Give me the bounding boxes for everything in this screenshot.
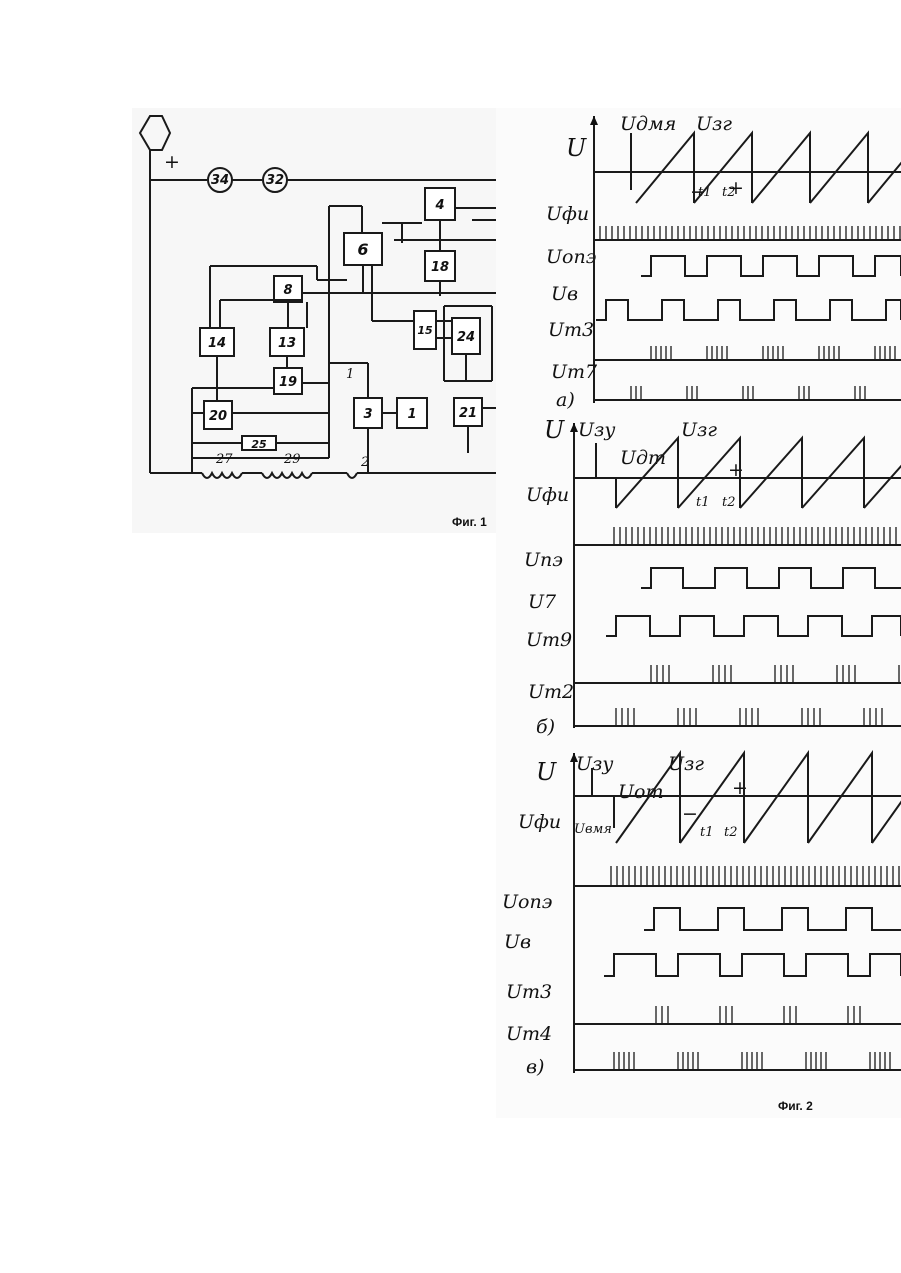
panel-b-ramp-label: Uзг [681, 419, 717, 441]
block-6-label: 6 [357, 240, 368, 259]
panel-a-signal-2: Uопэ [546, 246, 596, 268]
resistor-25-label: 25 [251, 438, 267, 451]
panel-b-signal-1: Uфи [526, 484, 569, 506]
panel-b-signal-3-wave [606, 616, 901, 636]
tick-label-1: 1 [346, 367, 354, 382]
figure-1-svg: + 34 32 4 6 18 8 [132, 108, 502, 533]
panel-b-letter: б) [536, 716, 555, 738]
panel-a-signal-4-bursts [651, 346, 895, 360]
panel-a-signal-3-wave [596, 300, 901, 320]
panel-c-signal-4: Uт3 [506, 981, 552, 1003]
panel-b-signal-2-wave [641, 568, 901, 588]
panel-b-signal-5: Uт2 [528, 681, 574, 703]
panel-b-signal-4: Uт9 [526, 629, 572, 651]
panel-c-signal-1-pulses [611, 866, 899, 886]
panel-a-axis-arrow [590, 116, 598, 125]
panel-a-signal-2-wave [641, 256, 901, 276]
block-15-label: 15 [417, 324, 433, 337]
supply-terminal-icon [140, 116, 170, 150]
panel-a-signal-1: Uфи [546, 203, 589, 225]
motor-32-label: 32 [266, 173, 284, 188]
panel-a-ramp-label: Uзг [696, 113, 732, 135]
panel-c-axis-label: U [536, 758, 557, 786]
panel-c-signal-1: Uфи [518, 811, 561, 833]
winding-27 [202, 473, 242, 478]
block-21-label: 21 [459, 406, 477, 421]
block-24-label: 24 [457, 330, 475, 345]
panel-a-letter: a) [556, 389, 575, 411]
panel-c-signal-2: Uопэ [502, 891, 552, 913]
panel-c-signal-2-wave [644, 908, 901, 930]
panel-a-t1: t1 [698, 185, 712, 200]
panel-b-axis-arrow [570, 423, 578, 432]
panel-a-signal-5: Uт7 [551, 361, 598, 383]
panel-a-signal-3: Uв [551, 283, 578, 305]
motor-34-label: 34 [211, 173, 229, 188]
winding-27-label: 27 [215, 452, 233, 467]
panel-b-ref-label: Uзу [578, 419, 615, 441]
block-3-label: 3 [363, 407, 372, 422]
panel-b: U Uзу Uдт Uзг + t1 t2 Uфи Uпэ U7 Uт9 Uт2… [524, 416, 744, 738]
panel-c-ramp-label: Uзг [668, 753, 704, 775]
panel-b-t1: t1 [696, 495, 710, 510]
panel-a-t2: t2 [722, 185, 736, 200]
block-8-label: 8 [283, 283, 292, 298]
panel-a: U Uдмя Uзг − + t1 t2 Uфи Uопэ Uв Uт3 Uт7… [546, 113, 744, 411]
panel-c-signal-5: Uт4 [506, 1023, 552, 1045]
panel-a-signal-1-pulses [600, 226, 900, 240]
winding-29 [262, 473, 312, 478]
panel-a-ref-label: Uдмя [620, 113, 676, 135]
figure-1-block-diagram: + 34 32 4 6 18 8 [132, 108, 502, 533]
block-14-label: 14 [208, 336, 226, 351]
panel-a-axis-label: U [566, 134, 587, 162]
panel-b-signal-2: Uпэ [524, 549, 563, 571]
figure-1-caption: Фиг. 1 [452, 515, 487, 529]
panel-c-ref3-label: Uвмя [574, 822, 612, 837]
panel-c-ref-label: Uзу [576, 753, 613, 775]
panel-c-signal-4-bursts [656, 1006, 860, 1024]
panel-a-signal-4: Uт3 [548, 319, 594, 341]
figure-2-caption: Фиг. 2 [778, 1099, 813, 1113]
panel-b-signal-5-bursts [616, 708, 882, 726]
panel-a-signal-5-bursts [631, 386, 865, 400]
block-18-label: 18 [431, 260, 449, 275]
panel-c-t2: t2 [724, 825, 738, 840]
block-19-label: 19 [279, 375, 297, 390]
panel-a-ramp-wave [636, 133, 901, 203]
panel-c-t1: t1 [700, 825, 714, 840]
panel-c-letter: в) [526, 1056, 544, 1078]
block-4-label: 4 [434, 198, 444, 213]
panel-c-signal-3: Uв [504, 931, 531, 953]
figure-2-timing-diagrams: U Uдмя Uзг − + t1 t2 Uфи Uопэ Uв Uт3 Uт7… [496, 108, 901, 1118]
panel-b-axis-label: U [544, 416, 565, 444]
block-20-label: 20 [209, 409, 227, 424]
panel-b-signal-3: U7 [528, 591, 557, 613]
panel-b-t2: t2 [722, 495, 736, 510]
block-1-label: 1 [407, 407, 416, 422]
panel-c: U Uзу Uот Uвмя Uзг − + t1 t2 Uфи Uопэ Uв… [502, 753, 748, 1078]
panel-c-signal-3-wave [604, 954, 901, 976]
panel-b-signal-4-bursts [651, 665, 899, 683]
contact-2 [347, 473, 357, 478]
supply-plus-sign: + [164, 151, 180, 173]
block-13-label: 13 [278, 336, 296, 351]
panel-c-signal-5-bursts [614, 1052, 890, 1070]
figure-2-svg: U Uдмя Uзг − + t1 t2 Uфи Uопэ Uв Uт3 Uт7… [496, 108, 901, 1118]
panel-b-signal-1-pulses [614, 527, 896, 545]
winding-29-label: 29 [283, 452, 301, 467]
